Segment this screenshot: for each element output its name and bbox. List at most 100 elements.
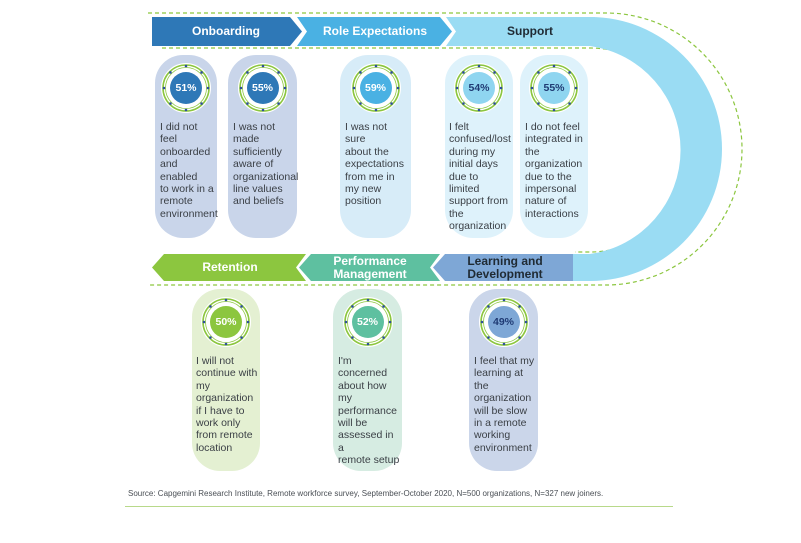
dial-core xyxy=(538,72,570,104)
dial-tick xyxy=(502,298,505,302)
dial-tick xyxy=(574,86,578,90)
dial-core xyxy=(246,72,279,104)
dial-tick xyxy=(568,102,571,105)
stage-label-learning: Learning and Development xyxy=(467,253,543,281)
dial-tick xyxy=(224,342,228,346)
dial-tick xyxy=(209,305,212,308)
dial-tick xyxy=(388,320,391,324)
stage-band-retention xyxy=(152,254,306,281)
stage-band-support xyxy=(446,17,595,46)
dial-tick xyxy=(381,336,385,339)
stage-label-performance: Performance Management xyxy=(333,253,407,281)
stat-text: I did not feel onboarded and enabled to … xyxy=(160,121,218,220)
dial-tick xyxy=(202,320,206,324)
dial-tick xyxy=(524,320,527,324)
dial-tick xyxy=(200,71,203,74)
dial-inner-ring xyxy=(458,67,500,109)
dial-tick xyxy=(462,102,465,105)
dial-core xyxy=(351,306,384,338)
stage-label-onboarding: Onboarding xyxy=(192,24,260,38)
dial-tick xyxy=(462,71,465,74)
dial-tick xyxy=(486,336,490,339)
stage-band-onboarding xyxy=(152,17,302,46)
stat-text: I felt confused/lost during my initial d… xyxy=(449,121,511,233)
stat-text: I feel that my learning at the organizat… xyxy=(474,355,535,454)
dial-tick xyxy=(493,71,496,74)
stat-dial xyxy=(161,63,211,113)
dial-tick xyxy=(246,320,250,324)
stat-dial xyxy=(237,63,288,113)
stage-band-learning xyxy=(433,254,573,281)
stat-text: I do not feel integrated in the organiza… xyxy=(525,121,583,220)
dial-inner-ring xyxy=(205,301,247,343)
stat-percent: 55% xyxy=(251,82,273,94)
dial-tick xyxy=(184,64,188,68)
dial-tick xyxy=(200,102,203,105)
dial-tick xyxy=(389,71,393,74)
dial-tick xyxy=(493,102,496,105)
dial-tick xyxy=(502,342,505,346)
dial-tick xyxy=(169,71,172,74)
dial-tick xyxy=(206,86,210,90)
dial-inner-ring xyxy=(346,301,389,343)
dial-tick xyxy=(366,342,369,346)
dial-tick xyxy=(283,86,286,90)
dial-tick xyxy=(239,86,242,90)
stage-label-support: Support xyxy=(507,24,553,38)
dial-tick xyxy=(276,71,280,74)
dial-tick xyxy=(552,64,556,68)
dial-inner-ring xyxy=(165,67,207,109)
stat-percent: 54% xyxy=(468,82,490,94)
dial-tick xyxy=(552,108,556,112)
dial-tick xyxy=(240,305,243,308)
stage-band-performance xyxy=(299,254,440,281)
stat-text: I was not made sufficiently aware of org… xyxy=(233,121,299,208)
dial-tick xyxy=(352,86,355,90)
dial-tick xyxy=(477,108,481,112)
stat-dial xyxy=(201,297,251,347)
dial-inner-ring xyxy=(533,67,575,109)
dial-tick xyxy=(245,71,249,74)
dial-tick xyxy=(358,102,362,105)
dial-tick xyxy=(224,298,228,302)
dial-tick xyxy=(537,102,540,105)
dial-inner-ring xyxy=(241,67,284,109)
dial-tick xyxy=(374,64,377,68)
dial-tick xyxy=(568,71,571,74)
stat-percent: 52% xyxy=(356,316,378,328)
stat-dial xyxy=(342,297,393,347)
dial-tick xyxy=(162,86,166,90)
dial-tick xyxy=(261,108,264,112)
stat-percent: 50% xyxy=(215,316,237,328)
stat-text: I will not continue with my organization… xyxy=(196,355,258,454)
dial-core xyxy=(170,72,202,104)
dial-tick xyxy=(486,305,490,308)
dial-tick xyxy=(276,102,280,105)
dial-tick xyxy=(477,64,481,68)
dial-tick xyxy=(350,305,354,308)
dial-inner-ring xyxy=(354,67,397,109)
dial-tick xyxy=(344,320,347,324)
dial-tick xyxy=(381,305,385,308)
dial-core xyxy=(463,72,495,104)
dial-tick xyxy=(530,86,534,90)
stage-label-role: Role Expectations xyxy=(322,24,428,38)
dial-tick xyxy=(366,298,369,302)
dial-tick xyxy=(261,64,264,68)
stat-percent: 51% xyxy=(175,82,197,94)
dial-tick xyxy=(537,71,540,74)
dashed-outline xyxy=(148,12,743,286)
dial-tick xyxy=(499,86,503,90)
stat-text: I was not sure about the expectations fr… xyxy=(345,121,404,208)
dial-tick xyxy=(389,102,393,105)
dial-tick xyxy=(480,320,483,324)
dial-tick xyxy=(517,305,521,308)
dial-tick xyxy=(240,336,243,339)
dial-tick xyxy=(169,102,172,105)
dial-core xyxy=(359,72,392,104)
stat-dial xyxy=(529,63,579,113)
stat-percent: 59% xyxy=(364,82,386,94)
u-turn-track xyxy=(565,17,722,281)
stat-dial xyxy=(478,297,529,347)
